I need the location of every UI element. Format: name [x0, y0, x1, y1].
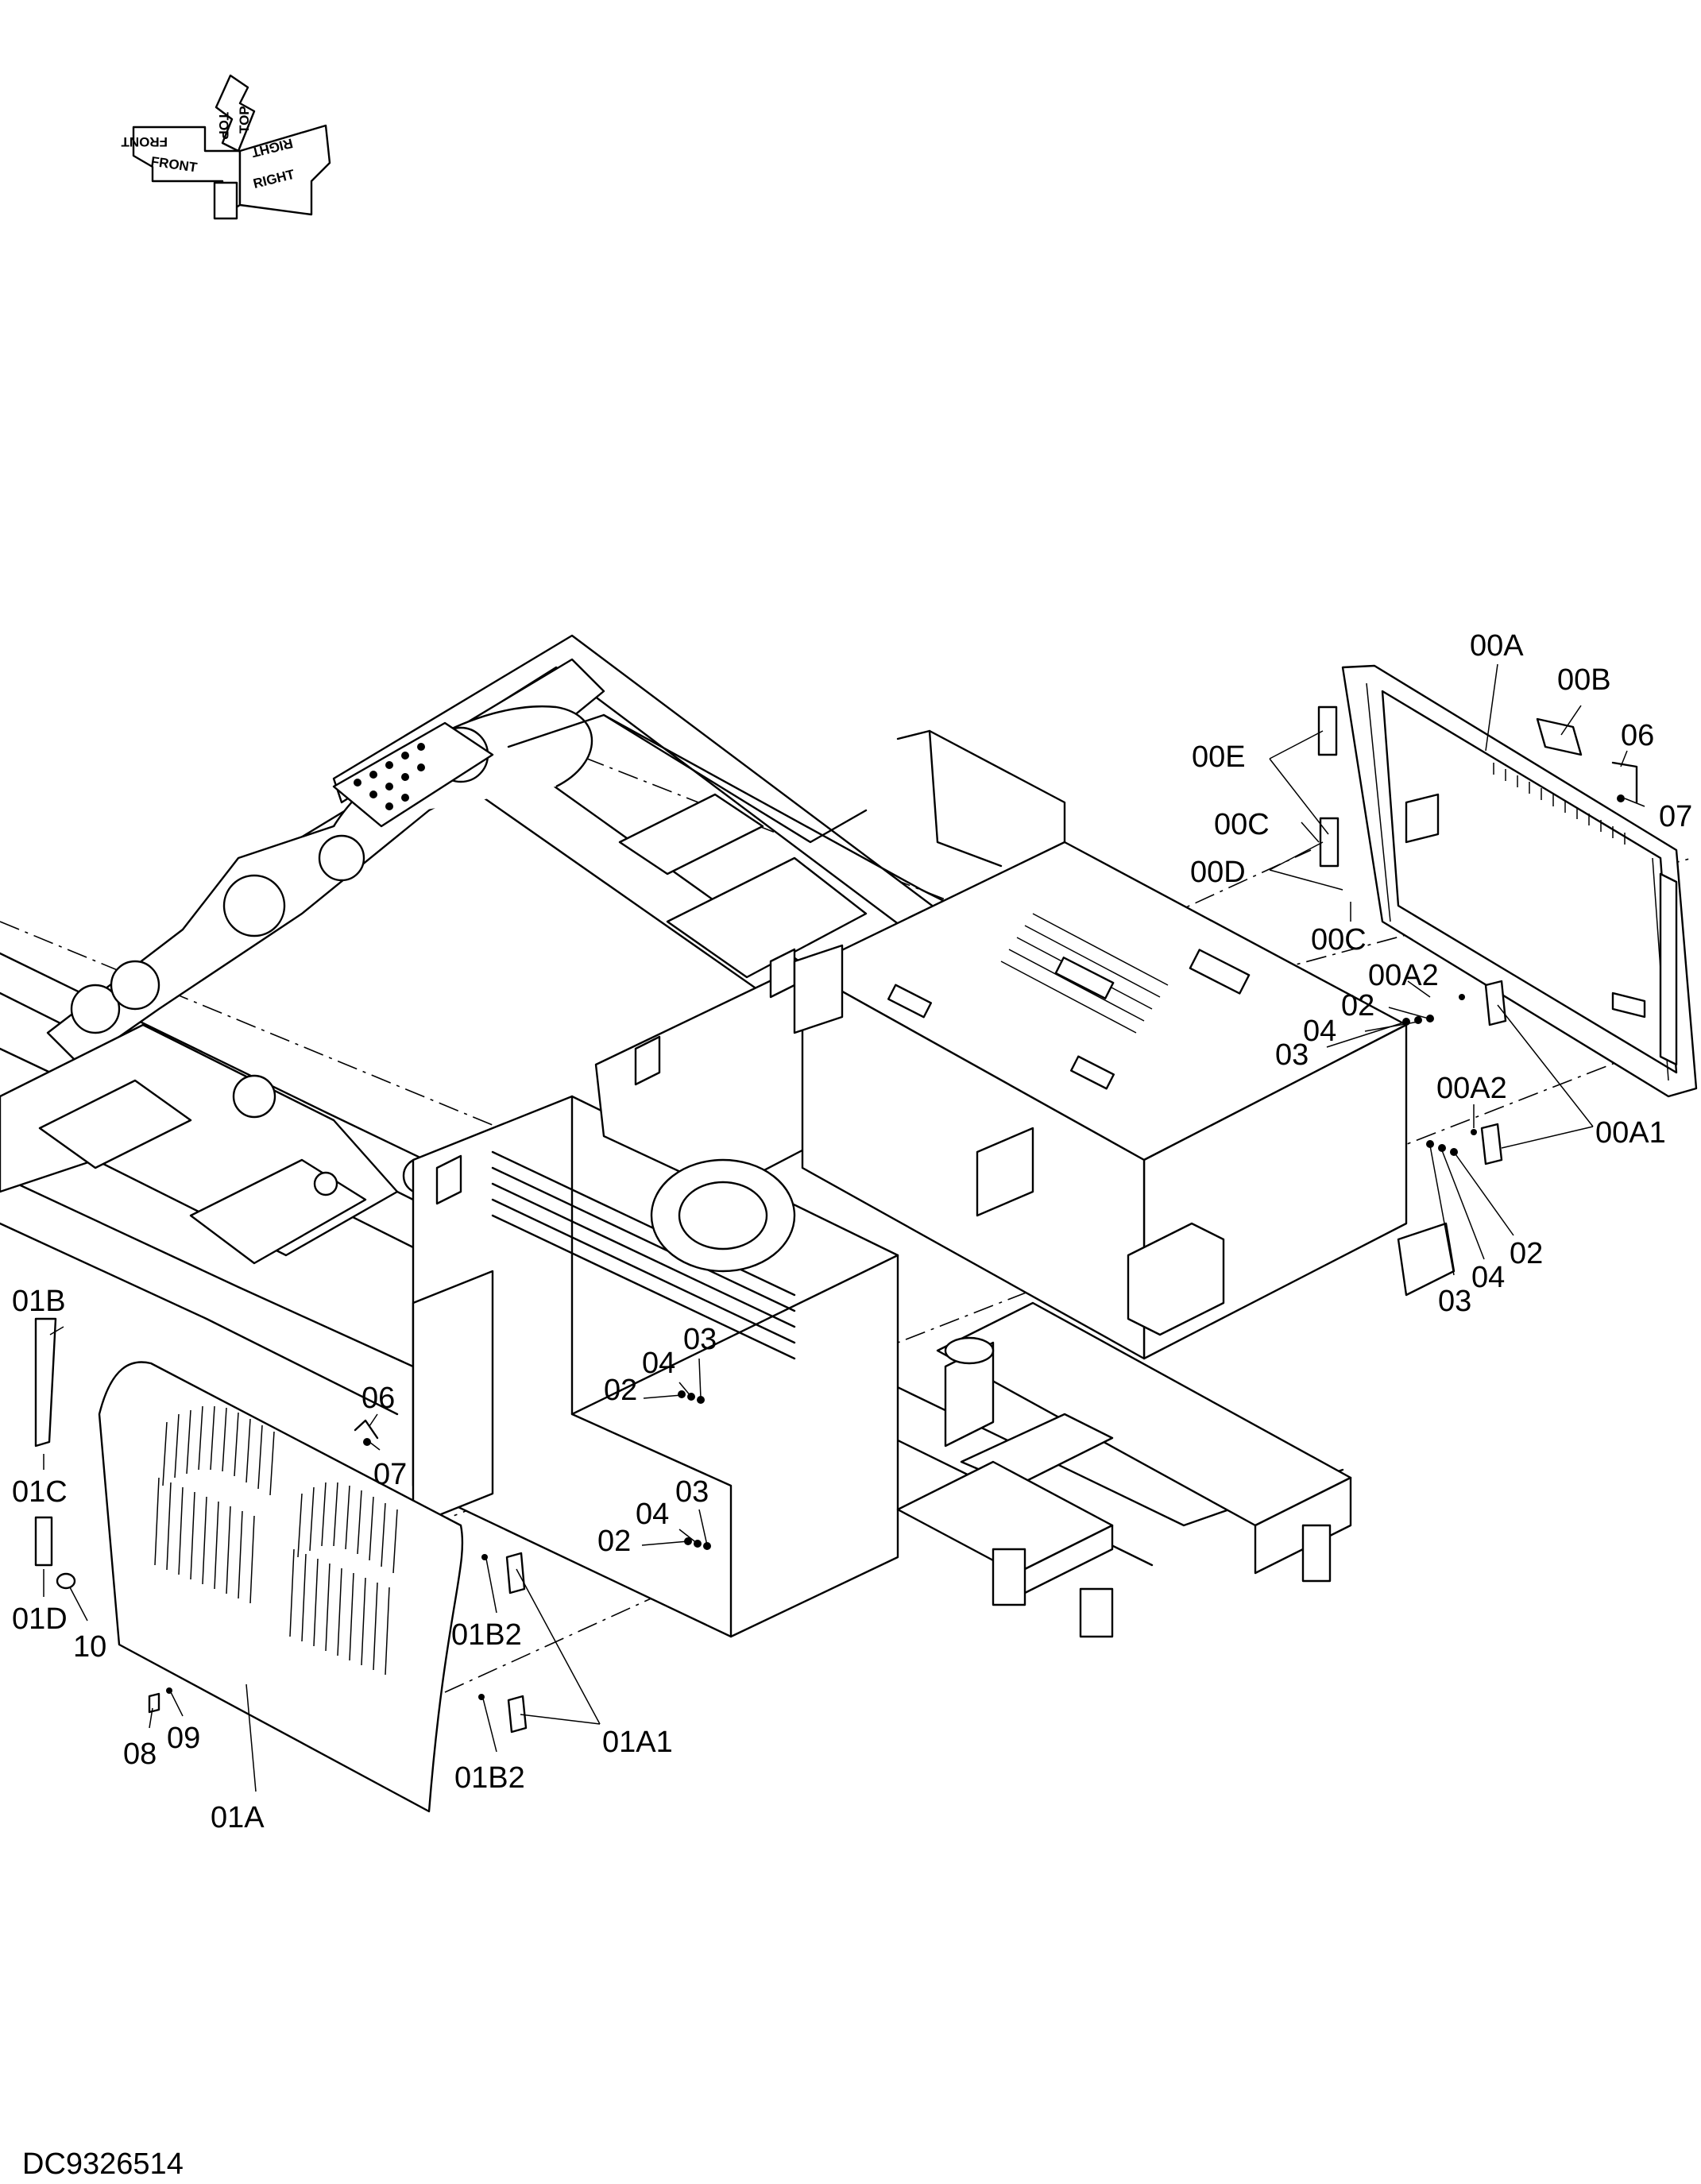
- drawing-number: DC9326514: [22, 2147, 184, 2181]
- callout-10: 10: [73, 1630, 106, 1664]
- callout-03-upper-right: 03: [1275, 1038, 1309, 1072]
- callout-02-lower-right: 02: [1510, 1237, 1543, 1270]
- callout-00C-upper: 00C: [1214, 808, 1270, 841]
- callout-03-lower-left: 03: [675, 1475, 709, 1509]
- orientation-arrow-icon: FRONT FRONT TOP TOP RIGHT RIGHT: [121, 74, 331, 220]
- callout-06-door: 06: [1621, 719, 1654, 752]
- door-00A: [1317, 664, 1698, 1165]
- callout-04-lower-left: 04: [636, 1498, 669, 1531]
- leader-lines: [43, 663, 1645, 1792]
- callout-02-upper-left: 02: [604, 1374, 637, 1407]
- callout-01B2-upper: 01B2: [451, 1618, 522, 1652]
- callout-01A1: 01A1: [602, 1726, 673, 1759]
- callout-labels: 00A 00B 06 07 00E 00C 00D 00C 00A2 02 04…: [12, 629, 1692, 1834]
- callout-02-upper-right: 02: [1341, 989, 1374, 1022]
- callout-07-left: 07: [373, 1458, 407, 1491]
- frame-drawing: [0, 634, 1693, 1693]
- callout-04-upper-right: 04: [1303, 1015, 1336, 1048]
- orientation-front-mirror: FRONT: [121, 134, 168, 149]
- callout-03-upper-left: 03: [683, 1323, 717, 1356]
- callout-07-door: 07: [1659, 800, 1692, 833]
- callout-00A2-lower: 00A2: [1436, 1072, 1507, 1105]
- callout-01A: 01A: [211, 1801, 265, 1834]
- callout-00B: 00B: [1557, 663, 1611, 697]
- callout-04-upper-left: 04: [642, 1347, 675, 1380]
- callout-06-left: 06: [361, 1382, 395, 1415]
- callout-02-lower-left: 02: [597, 1525, 631, 1558]
- callout-01D: 01D: [12, 1602, 68, 1636]
- callout-04-lower-right: 04: [1471, 1261, 1505, 1294]
- callout-01B2-lower: 01B2: [454, 1761, 525, 1795]
- callout-03-lower-right: 03: [1438, 1285, 1471, 1318]
- callout-00A2-upper: 00A2: [1368, 959, 1439, 992]
- callout-09: 09: [167, 1722, 200, 1755]
- callout-00D: 00D: [1190, 856, 1246, 889]
- callout-08: 08: [123, 1738, 157, 1771]
- callout-00A: 00A: [1470, 629, 1524, 663]
- orientation-top-mirror: TOP: [237, 106, 252, 133]
- callout-01B: 01B: [12, 1285, 66, 1318]
- callout-00E: 00E: [1192, 740, 1246, 774]
- door-handle-00B: [1536, 717, 1583, 756]
- callout-01C: 01C: [12, 1475, 68, 1509]
- orientation-top: TOP: [216, 112, 231, 140]
- callout-00C-lower: 00C: [1311, 923, 1367, 957]
- callout-00A1: 00A1: [1595, 1116, 1666, 1150]
- door-01A: [34, 1317, 711, 1813]
